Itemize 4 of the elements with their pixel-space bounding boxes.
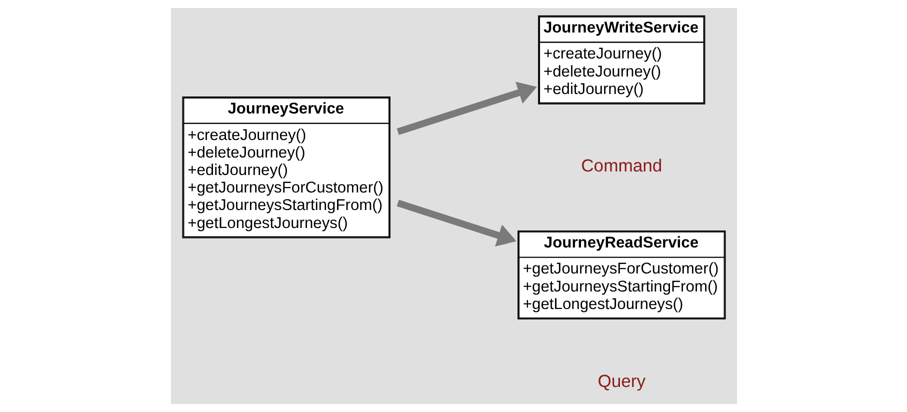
arrow [396,82,536,135]
arrow [396,200,516,246]
node-label: Query [597,370,646,391]
node-label: Command [580,156,662,176]
